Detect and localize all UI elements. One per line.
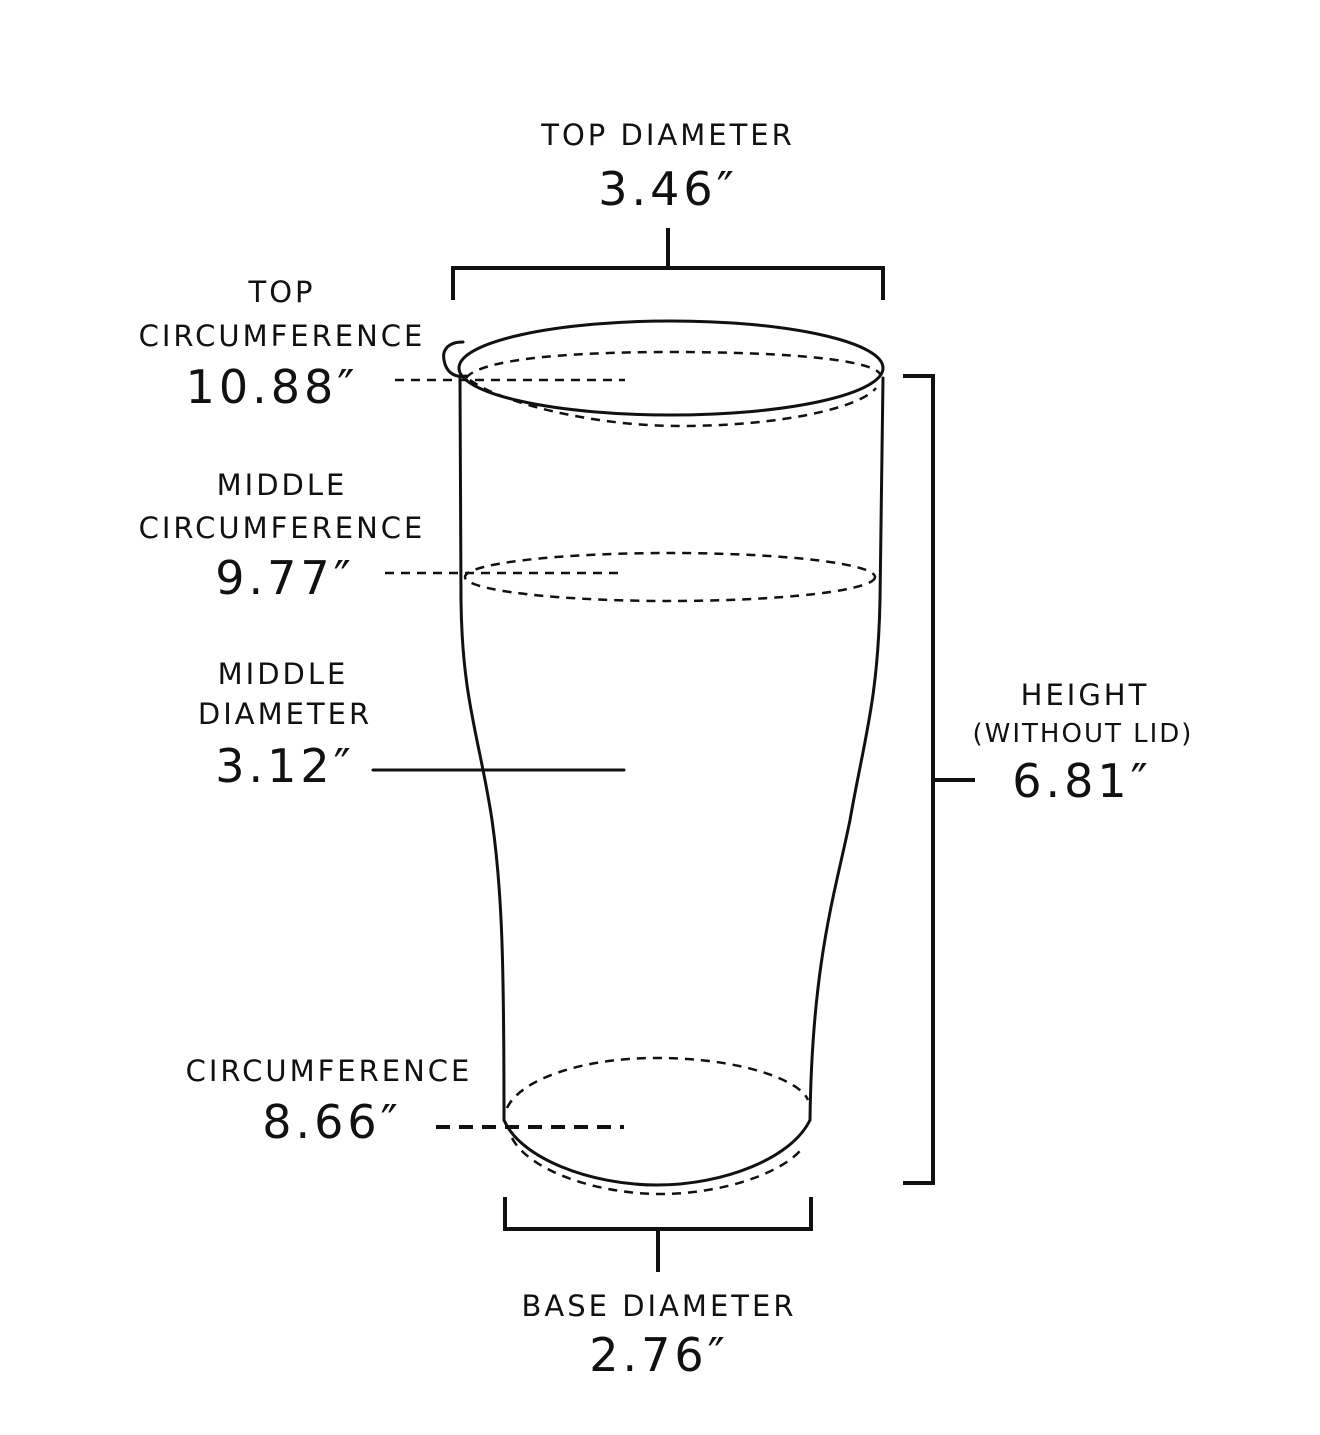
tumbler-bottom <box>502 1118 812 1187</box>
top-circumference-label-line1: TOP <box>247 275 315 309</box>
base-circumference-value: 8.66″ <box>262 1095 402 1149</box>
top-circumference-dashed-ellipse <box>465 350 882 379</box>
height-note: (WITHOUT LID) <box>973 719 1194 749</box>
middle-circumference-label-line1: MIDDLE <box>217 468 348 502</box>
brackets <box>451 228 975 1272</box>
tumbler-outline <box>442 319 885 1187</box>
tumbler-left-wall <box>458 376 506 1122</box>
base-diameter-value: 2.76″ <box>589 1328 729 1382</box>
middle-circumference-value: 9.77″ <box>215 551 355 605</box>
height-bracket <box>903 374 975 1185</box>
base-dashed-underline <box>510 1137 806 1196</box>
tumbler-right-wall <box>808 376 885 1122</box>
top-circumference-label-line2: CIRCUMFERENCE <box>139 319 426 353</box>
height-label: HEIGHT <box>1021 678 1150 712</box>
top-circumference-value: 10.88″ <box>186 360 359 414</box>
middle-circumference-label-line2: CIRCUMFERENCE <box>139 511 426 545</box>
base-circumference-label: CIRCUMFERENCE <box>186 1054 473 1088</box>
tumbler-rim <box>457 319 885 417</box>
base-diameter-bracket <box>503 1197 813 1272</box>
middle-circumference-dashed-ellipse <box>463 551 877 603</box>
cross-sections <box>463 350 882 1196</box>
top-diameter-label: TOP DIAMETER <box>540 118 795 152</box>
top-diameter-bracket <box>451 228 885 300</box>
base-circumference-dashed-ellipse <box>505 1056 810 1109</box>
base-diameter-label: BASE DIAMETER <box>522 1289 797 1323</box>
lid-tab <box>442 340 468 378</box>
height-value: 6.81″ <box>1012 754 1152 808</box>
top-diameter-value: 3.46″ <box>598 162 738 216</box>
dimension-labels: TOP DIAMETER 3.46″ TOP CIRCUMFERENCE 10.… <box>139 118 1194 1382</box>
middle-diameter-label-line2: DIAMETER <box>198 697 372 731</box>
leader-lines <box>371 378 626 1129</box>
top-rim-dashed-underline <box>469 378 877 428</box>
middle-diameter-value: 3.12″ <box>215 739 355 793</box>
middle-diameter-label-line1: MIDDLE <box>218 657 349 691</box>
